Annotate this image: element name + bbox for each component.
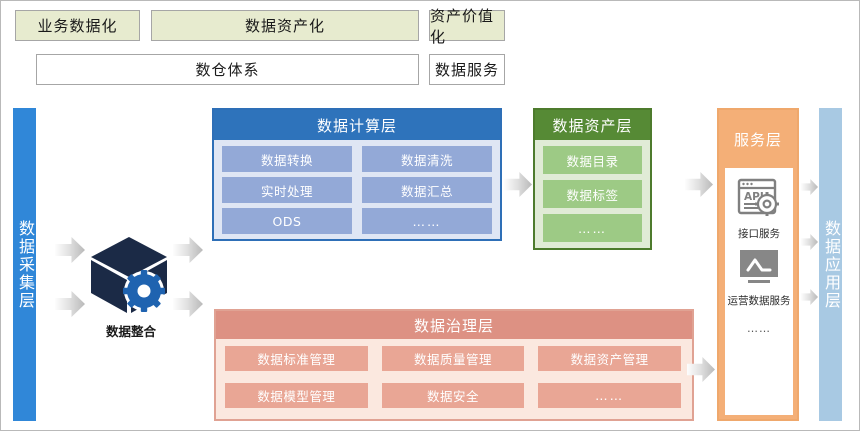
phase-label: 数据资产化	[244, 17, 325, 35]
panel-data-governance-layer: 数据治理层 数据标准管理 数据质量管理 数据资产管理 数据模型管理 数据安全 ……	[214, 309, 694, 421]
system-label: 数仓体系	[195, 61, 260, 79]
compute-cell-data-cleaning: 数据清洗	[362, 146, 492, 172]
arrow-collect-to-integrate-bottom	[55, 291, 85, 317]
arrow-service-to-apply-middle	[801, 234, 818, 250]
phase-box-asset-valorization: 资产价值化	[429, 7, 505, 46]
asset-cell-more: ……	[543, 214, 642, 242]
sidebar-label: 数据应用层	[821, 219, 841, 310]
compute-cell-data-aggregation: 数据汇总	[362, 177, 492, 203]
asset-cell-data-catalog: 数据目录	[543, 146, 642, 174]
service-item-label: 接口服务	[738, 228, 780, 240]
integration-label: 数据整合	[105, 324, 156, 339]
panel-title: 数据治理层	[216, 311, 692, 339]
arrow-collect-to-integrate-top	[55, 237, 85, 263]
phase-label: 业务数据化	[37, 17, 118, 35]
arrow-integrate-to-compute	[173, 237, 203, 263]
govern-cell-data-quality-mgmt: 数据质量管理	[381, 346, 525, 371]
panel-body: 数据标准管理 数据质量管理 数据资产管理 数据模型管理 数据安全 ……	[216, 339, 692, 419]
panel-data-asset-layer: 数据资产层 数据目录 数据标签 ……	[533, 108, 652, 250]
sidebar-data-application-layer: 数据应用层	[819, 108, 842, 421]
panel-body: 数据转换 数据清洗 实时处理 数据汇总 ODS ……	[214, 140, 500, 239]
api-window-icon: API	[737, 178, 781, 222]
panel-body: 数据目录 数据标签 ……	[535, 140, 650, 248]
sidebar-data-collection-layer: 数据采集层	[13, 108, 36, 421]
arrow-integrate-to-govern	[173, 291, 203, 317]
govern-cell-data-asset-mgmt: 数据资产管理	[538, 346, 681, 371]
arrow-asset-to-service	[685, 172, 713, 197]
service-item-label: 运营数据服务	[727, 295, 791, 308]
arrow-compute-to-asset	[504, 172, 532, 197]
govern-cell-data-standard-mgmt: 数据标准管理	[225, 346, 368, 371]
phase-label: 资产价值化	[430, 6, 495, 46]
arrow-service-to-apply-bottom	[801, 289, 818, 305]
compute-cell-realtime-processing: 实时处理	[222, 177, 352, 203]
system-box-data-warehouse: 数仓体系	[36, 54, 419, 85]
phase-box-business-digitization: 业务数据化	[15, 10, 140, 41]
phase-box-data-assetization: 数据资产化	[151, 10, 419, 41]
asset-cell-data-tags: 数据标签	[543, 180, 642, 208]
cube-gear-icon	[87, 233, 171, 317]
panel-title: 数据计算层	[214, 110, 500, 140]
panel-service-layer: 服务层 API	[717, 108, 799, 421]
govern-cell-data-model-mgmt: 数据模型管理	[225, 382, 368, 408]
compute-cell-ods: ODS	[222, 208, 352, 234]
system-label: 数据服务	[434, 61, 499, 79]
service-more-label: ……	[747, 322, 771, 336]
panel-title: 数据资产层	[535, 110, 650, 140]
sidebar-label: 数据采集层	[15, 219, 35, 310]
govern-cell-more: ……	[538, 382, 681, 408]
service-items: API 接口服务	[725, 168, 793, 415]
system-box-data-service: 数据服务	[429, 54, 505, 85]
monitor-chart-icon	[738, 249, 780, 289]
compute-cell-data-transform: 数据转换	[222, 146, 352, 172]
compute-cell-more: ……	[362, 208, 492, 234]
arrow-service-to-apply-top	[801, 179, 818, 195]
panel-data-compute-layer: 数据计算层 数据转换 数据清洗 实时处理 数据汇总 ODS ……	[212, 108, 502, 241]
govern-cell-data-security: 数据安全	[381, 382, 525, 408]
panel-title: 服务层	[719, 110, 797, 168]
